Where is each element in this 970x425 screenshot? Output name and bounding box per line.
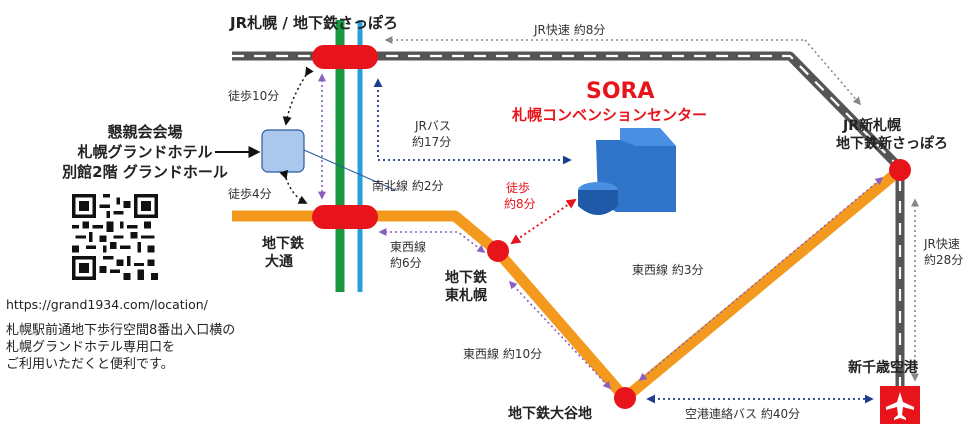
qr-code-icon[interactable] <box>72 194 158 280</box>
jr-bus-label-2: 約17分 <box>412 134 451 149</box>
nanboku-label: 南北線 約2分 <box>372 178 443 193</box>
station-higashi-sapporo-label-1: 地下鉄 <box>445 269 488 286</box>
walk-bottom-label: 徒歩4分 <box>228 186 272 201</box>
walk-top-label: 徒歩10分 <box>228 88 279 103</box>
station-higashi-sapporo-label-2: 東札幌 <box>445 287 487 304</box>
tozai-odori-arrow <box>378 228 486 253</box>
station-airport-label: 新千歳空港 <box>848 359 919 376</box>
station-shin-sapporo-label-2: 地下鉄新さっぽろ <box>836 135 948 152</box>
access-note-line-1: 札幌駅前通地下歩行空間8番出入口横の <box>6 323 236 338</box>
airport-bus-label: 空港連絡バス 約40分 <box>685 406 800 421</box>
access-note-line-3: ご利用いただくと便利です。 <box>6 357 174 372</box>
walk-venue-label-1: 徒歩 <box>506 180 530 195</box>
station-sapporo-marker[interactable] <box>312 45 378 69</box>
access-note: 札幌駅前通地下歩行空間8番出入口横の 札幌グランドホテル専用口を ご利用いただく… <box>6 322 235 373</box>
walk-top-arrow <box>282 66 314 126</box>
airplane-icon[interactable] <box>880 386 920 424</box>
station-shin-sapporo-marker[interactable] <box>889 159 911 181</box>
tozai-oyachi-label: 東西線 約10分 <box>463 346 542 361</box>
tozai-odori-label-2: 約6分 <box>390 255 422 270</box>
venue-name-line2: 札幌コンベンションセンター <box>511 106 707 124</box>
hotel-url-link[interactable]: https://grand1934.com/location/ <box>6 297 208 312</box>
jr-rapid-right-label-1: JR快速 <box>923 237 960 251</box>
reception-line-1: 懇親会会場 <box>107 123 183 141</box>
station-sapporo-label: JR札幌 / 地下鉄さっぽろ <box>229 14 398 32</box>
tozai-oyachi-arrow <box>508 280 612 390</box>
tozai-line <box>232 165 904 404</box>
station-higashi-sapporo-marker[interactable] <box>487 240 509 262</box>
walk-bottom-arrow <box>279 169 308 204</box>
access-note-line-2: 札幌グランドホテル専用口を <box>6 340 176 355</box>
station-odori-label-2: 大通 <box>265 253 293 270</box>
hotel-icon[interactable] <box>261 129 305 173</box>
station-odori-marker[interactable] <box>312 205 378 229</box>
building-icon[interactable] <box>578 128 676 215</box>
tozai-shin-label: 東西線 約3分 <box>632 262 703 277</box>
station-oyachi-label: 地下鉄大谷地 <box>508 405 592 422</box>
jr-rapid-top-arrow-diag <box>804 39 862 106</box>
station-shin-sapporo-label-1: JR新札幌 <box>842 117 901 134</box>
jr-bus-arrow <box>373 78 572 165</box>
jr-rapid-right-label-2: 約28分 <box>924 252 963 267</box>
walk-venue-label-2: 約8分 <box>504 196 536 211</box>
jr-line <box>232 51 905 390</box>
tozai-odori-label-1: 東西線 <box>390 239 426 254</box>
reception-line-3: 別館2階 グランドホール <box>62 163 228 181</box>
jr-bus-label-1: JRバス <box>414 119 451 133</box>
station-oyachi-marker[interactable] <box>614 387 636 409</box>
reception-venue-label: 懇親会会場 札幌グランドホテル 別館2階 グランドホール <box>50 122 240 182</box>
jr-rapid-top-label: JR快速 約8分 <box>533 22 605 37</box>
venue-name-line1: SORA <box>586 79 655 104</box>
reception-line-2: 札幌グランドホテル <box>77 143 213 161</box>
station-odori-label-1: 地下鉄 <box>262 235 305 252</box>
